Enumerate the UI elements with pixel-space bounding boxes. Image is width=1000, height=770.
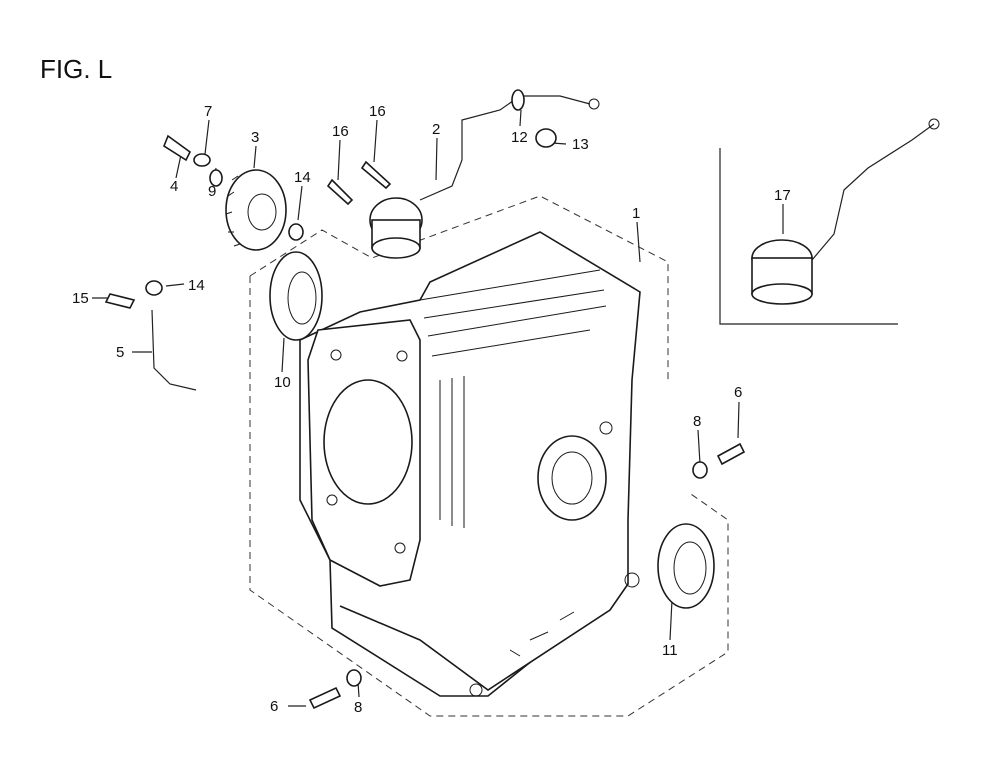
callout-14b: 14	[188, 277, 205, 294]
oil-switch-part	[369, 95, 600, 259]
inset-frame	[719, 148, 898, 325]
callout-3: 3	[251, 129, 259, 146]
callout-13: 13	[572, 136, 589, 153]
crankcase-part	[299, 231, 641, 697]
callout-7: 7	[204, 103, 212, 120]
bolt-part	[716, 442, 746, 466]
small-parts	[104, 89, 940, 710]
governor-rod-part	[151, 309, 197, 391]
callout-6b: 6	[734, 384, 742, 401]
nut-part	[535, 128, 557, 148]
callout-labels: 1 2 3 4 5 6 6 7 8 8 9 10 11 12 13 14 14 …	[72, 103, 791, 716]
pin-part	[163, 134, 192, 162]
grommet-part	[511, 89, 525, 111]
bolt-part	[326, 178, 354, 206]
bolt-part	[360, 160, 392, 190]
callout-10: 10	[274, 374, 291, 391]
clip-part	[104, 293, 136, 309]
bolt-part	[308, 686, 342, 710]
callout-12: 12	[511, 129, 528, 146]
figure-title: FIG. L	[40, 54, 113, 84]
callout-8b: 8	[693, 413, 701, 430]
washer-part	[193, 153, 211, 167]
washer-part	[346, 669, 362, 687]
assembly-outline	[249, 195, 729, 717]
oil-seal-part	[269, 251, 323, 341]
nut-part	[145, 280, 163, 296]
callout-8a: 8	[354, 699, 362, 716]
washer-part	[692, 461, 708, 479]
governor-gear-part	[225, 169, 287, 251]
callout-16b: 16	[369, 103, 386, 120]
callout-6a: 6	[270, 698, 278, 715]
callout-4: 4	[170, 178, 178, 195]
callout-9: 9	[208, 183, 216, 200]
callout-15: 15	[72, 290, 89, 307]
callout-2: 2	[432, 121, 440, 138]
oil-switch-assembly-part	[751, 118, 940, 305]
callout-5: 5	[116, 344, 124, 361]
callout-14a: 14	[294, 169, 311, 186]
washer-part	[288, 223, 304, 241]
callout-1: 1	[632, 205, 640, 222]
callout-17: 17	[774, 187, 791, 204]
callout-16a: 16	[332, 123, 349, 140]
oil-seal-part	[657, 523, 715, 609]
callout-11: 11	[662, 642, 678, 659]
nut-part	[209, 169, 223, 187]
